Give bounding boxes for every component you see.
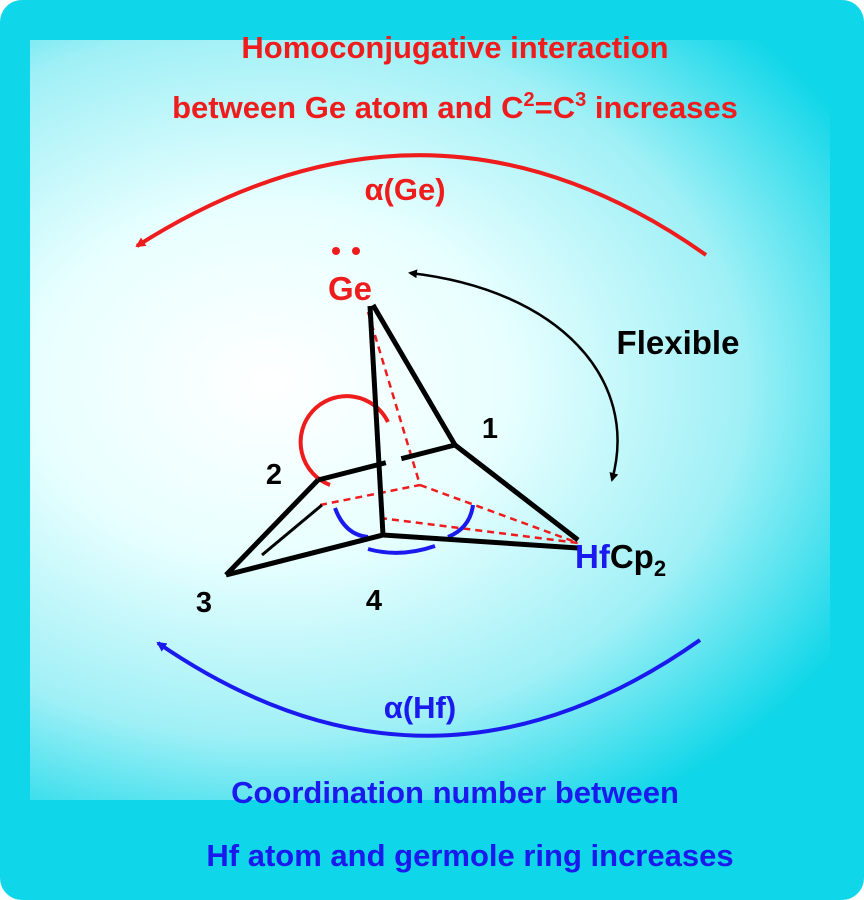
alpha-hf-label: α(Hf) (384, 690, 456, 725)
red-angle-arc (298, 394, 390, 487)
lone-pair-dot-left (332, 247, 340, 255)
c4-hf-bond (382, 532, 579, 551)
blue-angle-arc-bottom (367, 544, 436, 555)
c2-c1-bond (317, 442, 456, 483)
flexible-arrow (408, 269, 619, 482)
top-text-line2: between Ge atom and C2=C3 increases (172, 89, 738, 125)
centroid-hf-dashed (419, 483, 579, 545)
ge-c1-bond (370, 303, 458, 447)
c2-c3-double-bond (261, 503, 323, 557)
atom-number-2: 2 (266, 459, 282, 491)
c2-centroid-dashed (319, 483, 421, 507)
blue-angle-arc-right (447, 504, 475, 539)
hfcp2-label: HfCp2 (575, 538, 666, 581)
c4-hf-dashed (379, 516, 579, 545)
lone-pair-dot-right (352, 247, 360, 255)
bottom-text-line2: Hf atom and germole ring increases (206, 838, 733, 873)
blue-angle-arc-left (333, 507, 369, 539)
c2-c3-bond (224, 478, 320, 577)
c3-c4-bond (225, 532, 384, 578)
ge-atom-label: Ge (328, 270, 372, 307)
atom-number-4: 4 (366, 585, 382, 617)
top-text-line1: Homoconjugative interaction (241, 30, 668, 65)
alpha-hf-arrow (156, 638, 702, 738)
bottom-text-line1: Coordination number between (231, 775, 679, 810)
c1-hf-bond (453, 443, 580, 542)
ge-c4-bond (367, 305, 386, 536)
atom-number-1: 1 (482, 413, 498, 445)
atom-number-3: 3 (196, 587, 212, 619)
alpha-ge-label: α(Ge) (364, 172, 445, 207)
flexible-label: Flexible (617, 324, 740, 361)
alpha-ge-arrow (135, 153, 708, 257)
